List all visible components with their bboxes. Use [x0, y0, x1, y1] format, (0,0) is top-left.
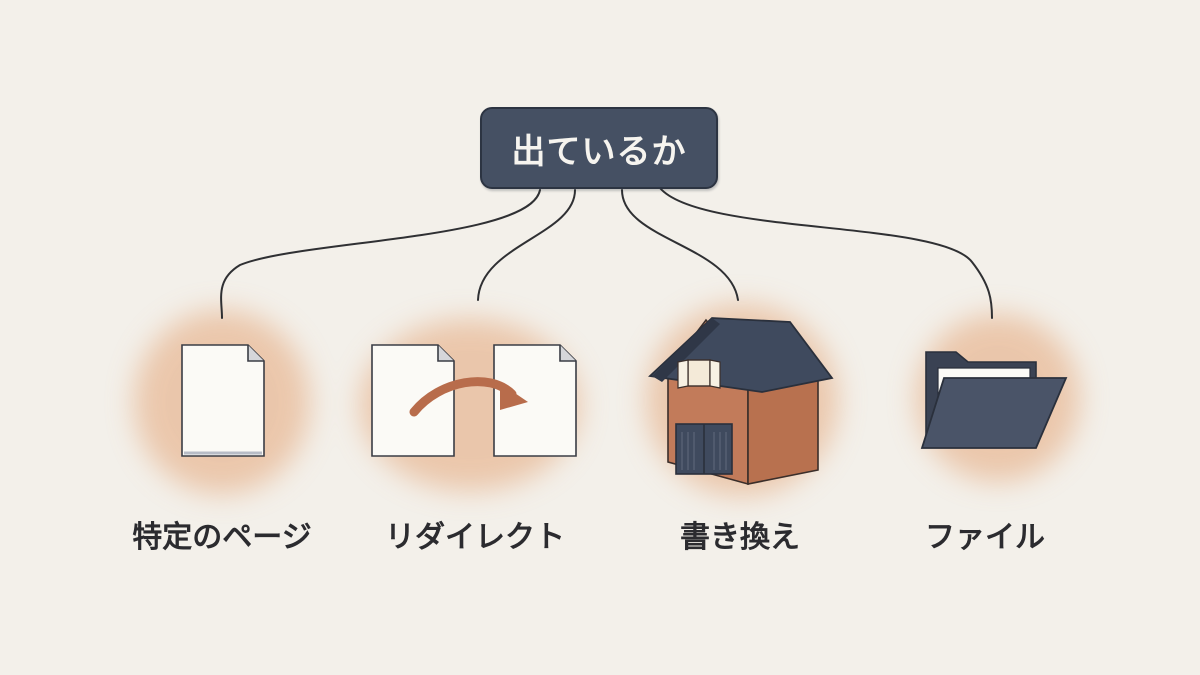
connector-3 [621, 189, 739, 301]
house-window [687, 359, 711, 387]
connectors [220, 187, 993, 319]
item-label-file: ファイル [925, 520, 1045, 555]
connector-2 [477, 189, 576, 301]
connector-4 [659, 187, 993, 319]
item-label-redirect: リダイレクト [385, 520, 565, 555]
item-label-page: 特定のページ [132, 520, 312, 555]
connector-1 [220, 189, 541, 319]
house-icon [648, 317, 834, 486]
redirect-icon [371, 344, 577, 457]
folder-icon [920, 351, 1068, 449]
redirect-arrowhead [500, 383, 528, 410]
item-label-rewrite: 書き換え [680, 520, 800, 555]
document-icon [181, 344, 265, 457]
root-node-label: 出ているか [511, 131, 687, 172]
root-node: 出ているか [480, 107, 718, 189]
